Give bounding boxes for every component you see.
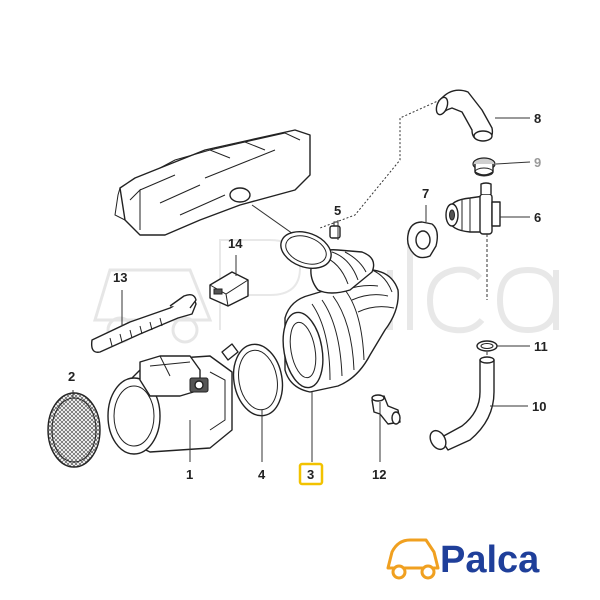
pressure-valve xyxy=(445,182,501,235)
callout-1: 1 xyxy=(186,467,193,482)
callout-8: 8 xyxy=(534,111,541,126)
grommet xyxy=(472,157,496,177)
hose-clamp-lower xyxy=(221,343,284,417)
callout-9: 9 xyxy=(534,155,541,170)
leader-lines xyxy=(72,99,531,462)
retaining-strap xyxy=(90,293,197,353)
vent-hose xyxy=(429,356,495,451)
callout-10: 10 xyxy=(532,399,546,414)
elbow-connector xyxy=(371,394,401,425)
palca-logo: Palca xyxy=(386,538,540,581)
callout-13: 13 xyxy=(113,270,127,285)
callout-5: 5 xyxy=(334,203,341,218)
callout-2: 2 xyxy=(68,369,75,384)
callout-6: 6 xyxy=(534,210,541,225)
mesh-filter-screen xyxy=(47,392,101,468)
callout-3-highlight xyxy=(298,462,324,486)
callout-12: 12 xyxy=(372,467,386,482)
callout-7: 7 xyxy=(422,186,429,201)
sensor-connector xyxy=(209,271,249,307)
intake-boot xyxy=(282,249,399,393)
breather-hose-bend xyxy=(435,89,494,142)
small-clamp xyxy=(476,340,498,352)
callout-4: 4 xyxy=(258,467,266,482)
intake-manifold xyxy=(114,129,311,236)
air-mass-meter xyxy=(107,355,233,455)
callout-3: 3 xyxy=(307,467,314,482)
callout-14: 14 xyxy=(228,236,243,251)
callout-labels: 1 2 3 4 5 6 7 8 9 10 11 12 13 14 xyxy=(68,111,548,486)
flange-gasket xyxy=(406,221,439,259)
callout-11: 11 xyxy=(534,339,548,354)
logo-text: Palca xyxy=(440,539,540,581)
car-icon xyxy=(386,538,440,580)
